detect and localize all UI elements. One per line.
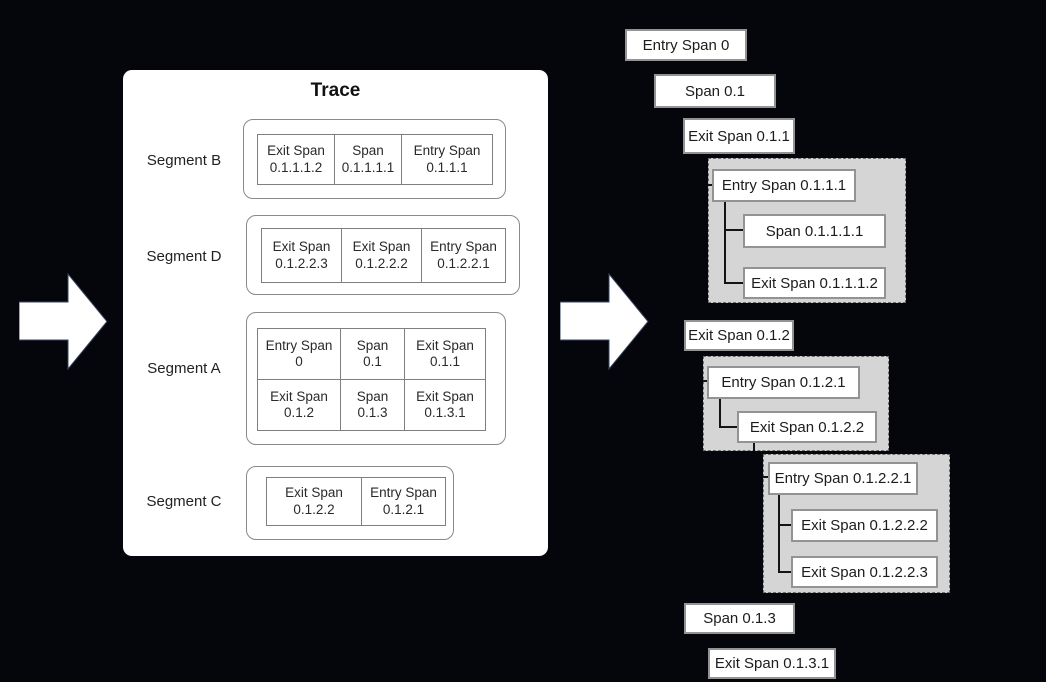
span-type: Exit Span xyxy=(270,388,328,404)
tree-connector xyxy=(778,524,792,526)
span-type: Entry Span xyxy=(370,485,437,500)
tree-node-exit-span-0-1-2-2-2: Exit Span 0.1.2.2.2 xyxy=(791,509,938,542)
trace-panel-title: Trace xyxy=(310,80,361,101)
span-cell: Entry Span 0.1.2.1 xyxy=(362,478,445,525)
tree-node-entry-span-0-1-1-1: Entry Span 0.1.1.1 xyxy=(712,169,856,202)
tree-node-entry-span-0-1-2-2-1: Entry Span 0.1.2.2.1 xyxy=(768,462,918,495)
span-id: 0.1.2.1 xyxy=(382,501,425,517)
span-id: 0 xyxy=(295,354,303,369)
segment-b-table: Exit Span 0.1.1.1.2 Span 0.1.1.1.1 Entry… xyxy=(257,134,493,185)
span-cell: Entry Span 0 xyxy=(258,329,341,379)
flow-arrow-icon xyxy=(19,273,108,371)
tree-node-entry-span-0: Entry Span 0 xyxy=(625,29,747,61)
span-cell: Exit Span 0.1.2.2.3 xyxy=(262,229,342,282)
span-cell: Span 0.1.3 xyxy=(341,380,405,430)
span-cell: Span 0.1.1.1.1 xyxy=(335,135,402,184)
span-type: Entry Span xyxy=(430,239,497,254)
span-type: Exit Span xyxy=(272,239,331,254)
span-cell: Exit Span 0.1.1 xyxy=(405,329,485,379)
span-id: 0.1.3 xyxy=(357,405,388,420)
span-cell: Exit Span 0.1.1.1.2 xyxy=(258,135,335,184)
span-cell: Exit Span 0.1.2.2 xyxy=(267,478,362,525)
span-type: Entry Span xyxy=(413,143,481,158)
tree-node-exit-span-0-1-1: Exit Span 0.1.1 xyxy=(683,118,795,154)
span-type: Exit Span xyxy=(285,485,343,500)
segment-d-table: Exit Span 0.1.2.2.3 Exit Span 0.1.2.2.2 … xyxy=(261,228,506,283)
tree-connector xyxy=(753,442,755,451)
tree-connector xyxy=(708,184,714,186)
tree-node-exit-span-0-1-3-1: Exit Span 0.1.3.1 xyxy=(708,648,836,679)
tree-node-span-0-1: Span 0.1 xyxy=(654,74,776,108)
span-cell: Exit Span 0.1.3.1 xyxy=(405,380,485,430)
span-id: 0.1.2.2.1 xyxy=(437,255,490,271)
segment-a-table: Entry Span 0 Span 0.1 Exit Span 0.1.1 Ex… xyxy=(257,328,486,431)
span-id: 0.1.2 xyxy=(283,405,315,420)
tree-node-exit-span-0-1-2-2: Exit Span 0.1.2.2 xyxy=(737,411,877,443)
segment-a-row-1: Entry Span 0 Span 0.1 Exit Span 0.1.1 xyxy=(258,329,485,380)
tree-connector xyxy=(778,494,780,573)
span-cell: Entry Span 0.1.1.1 xyxy=(402,135,492,184)
segment-a-label: Segment A xyxy=(147,360,221,377)
segment-c-table: Exit Span 0.1.2.2 Entry Span 0.1.2.1 xyxy=(266,477,446,526)
span-cell: Span 0.1 xyxy=(341,329,405,379)
tree-connector xyxy=(724,229,743,231)
span-id: 0.1.1.1.2 xyxy=(269,159,323,175)
span-id: 0.1.1.1 xyxy=(426,159,468,175)
segment-d-label: Segment D xyxy=(146,248,222,265)
span-type: Span xyxy=(356,388,389,404)
span-type: Entry Span xyxy=(265,337,333,353)
segment-c-label: Segment C xyxy=(146,493,222,510)
segment-b-row: Exit Span 0.1.1.1.2 Span 0.1.1.1.1 Entry… xyxy=(258,135,492,184)
tree-node-entry-span-0-1-2-1: Entry Span 0.1.2.1 xyxy=(707,366,860,399)
segment-b-label: Segment B xyxy=(146,152,222,169)
span-type: Exit Span xyxy=(416,388,474,404)
span-type: Exit Span xyxy=(267,143,325,158)
span-type: Span xyxy=(356,337,389,353)
span-id: 0.1.1 xyxy=(429,354,461,369)
span-id: 0.1.3.1 xyxy=(424,405,466,420)
tree-node-span-0-1-1-1-1: Span 0.1.1.1.1 xyxy=(743,214,886,248)
tree-node-exit-span-0-1-2-2-3: Exit Span 0.1.2.2.3 xyxy=(791,556,938,588)
span-type: Exit Span xyxy=(416,337,474,353)
span-cell: Exit Span 0.1.2 xyxy=(258,380,341,430)
span-type: Span xyxy=(352,143,384,158)
tree-connector xyxy=(778,571,792,573)
tree-connector xyxy=(703,380,709,382)
tree-connector xyxy=(763,476,770,478)
span-id: 0.1 xyxy=(363,354,382,369)
flow-arrow-icon xyxy=(560,273,649,371)
tree-connector xyxy=(724,282,743,284)
segment-c-row: Exit Span 0.1.2.2 Entry Span 0.1.2.1 xyxy=(267,478,445,525)
tree-connector xyxy=(719,426,738,428)
span-type: Exit Span xyxy=(352,239,411,254)
span-cell: Exit Span 0.1.2.2.2 xyxy=(342,229,422,282)
span-id: 0.1.2.2.3 xyxy=(275,255,328,271)
span-id: 0.1.1.1.1 xyxy=(341,159,395,175)
span-cell: Entry Span 0.1.2.2.1 xyxy=(422,229,505,282)
span-id: 0.1.2.2.2 xyxy=(355,255,408,271)
segment-d-row: Exit Span 0.1.2.2.3 Exit Span 0.1.2.2.2 … xyxy=(262,229,505,282)
tree-connector xyxy=(724,201,726,284)
span-id: 0.1.2.2 xyxy=(293,501,335,517)
tree-node-exit-span-0-1-2: Exit Span 0.1.2 xyxy=(684,320,794,351)
segment-a-row-2: Exit Span 0.1.2 Span 0.1.3 Exit Span 0.1… xyxy=(258,380,485,430)
tree-node-span-0-1-3: Span 0.1.3 xyxy=(684,603,795,634)
tree-node-exit-span-0-1-1-1-2: Exit Span 0.1.1.1.2 xyxy=(743,267,886,299)
tree-connector xyxy=(719,398,721,428)
